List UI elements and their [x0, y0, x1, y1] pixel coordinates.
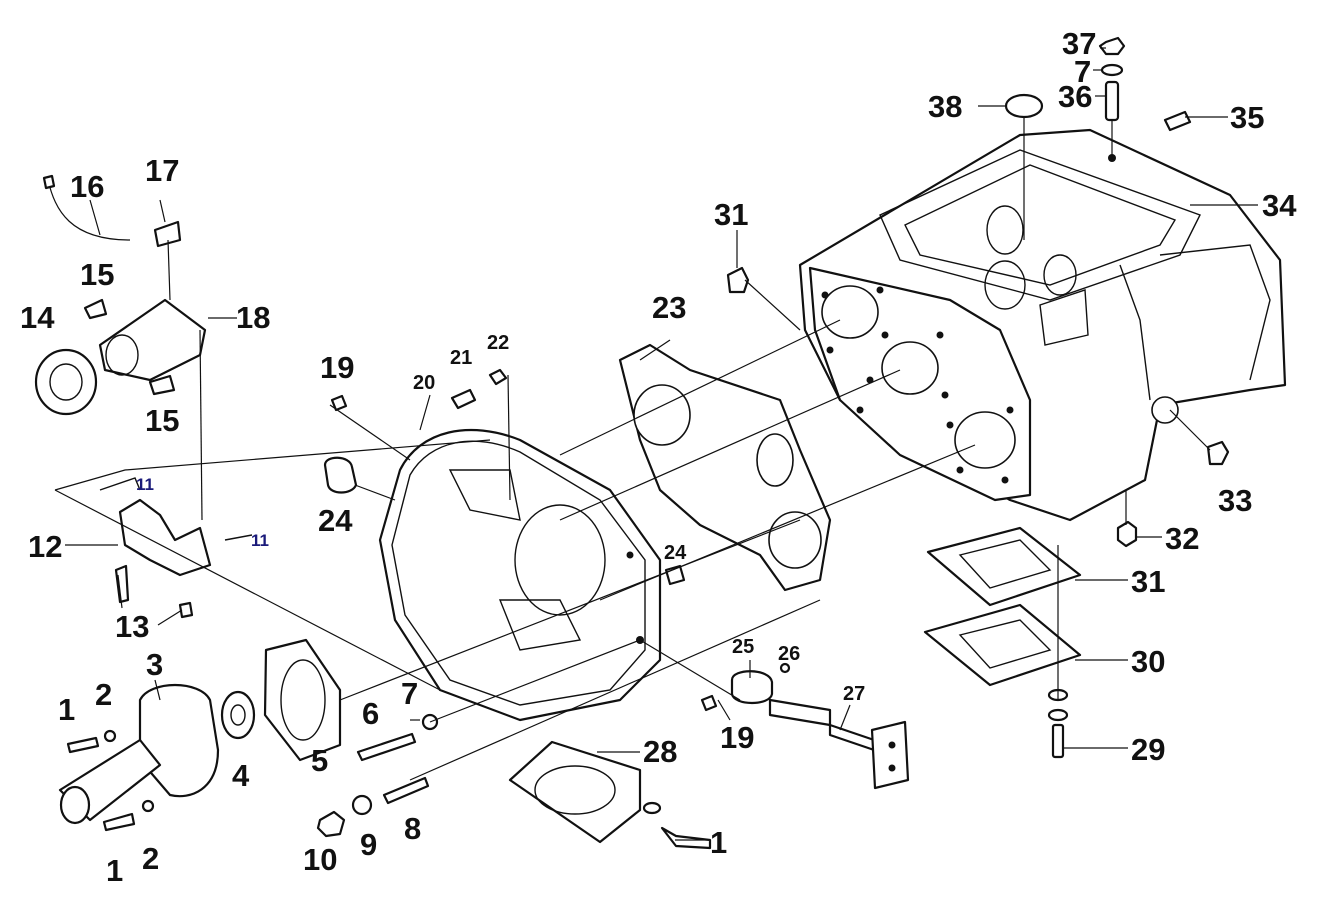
label-23: 23 [652, 290, 686, 325]
label-5: 5 [311, 743, 328, 778]
label-24-left: 24 [318, 503, 353, 538]
retainer-3 [58, 683, 220, 832]
label-38: 38 [928, 89, 962, 124]
label-1-left: 1 [58, 692, 75, 727]
shift-rod [730, 662, 910, 790]
label-19-top: 19 [320, 350, 354, 385]
bell-housing [378, 428, 662, 722]
label-15-top: 15 [80, 257, 114, 292]
label-14: 14 [20, 300, 55, 335]
label-17: 17 [145, 153, 179, 188]
label-31-top: 31 [714, 197, 748, 232]
label-33: 33 [1218, 483, 1252, 518]
label-34: 34 [1262, 188, 1297, 223]
label-36: 36 [1058, 79, 1092, 114]
label-13: 13 [115, 609, 149, 644]
label-21: 21 [450, 347, 472, 369]
plate-28 [508, 740, 712, 850]
label-28: 28 [643, 734, 677, 769]
seal-4 [220, 690, 256, 740]
label-9: 9 [360, 827, 377, 862]
label-32: 32 [1165, 521, 1199, 556]
cover-plates [923, 526, 1082, 759]
shift-fork [99, 477, 253, 619]
release-bearing [34, 174, 207, 416]
label-25: 25 [732, 636, 754, 658]
label-3: 3 [146, 647, 163, 682]
label-24-right: 24 [664, 542, 687, 564]
studs [316, 713, 439, 838]
plugs [726, 266, 1230, 548]
label-11-top: 11 [136, 475, 154, 494]
leader-lines [54, 47, 1258, 841]
label-16: 16 [70, 169, 104, 204]
label-2-top: 2 [95, 677, 112, 712]
label-7-mid: 7 [401, 676, 418, 711]
label-19-bottom: 19 [720, 720, 754, 755]
label-10: 10 [303, 842, 337, 877]
label-15-bottom: 15 [145, 403, 179, 438]
label-27: 27 [843, 683, 865, 705]
label-30: 30 [1131, 644, 1165, 679]
part-labels: 37 7 36 38 35 34 31 16 17 15 14 18 15 23… [20, 26, 1297, 888]
label-1-bottom: 1 [106, 853, 123, 888]
label-37: 37 [1062, 26, 1096, 61]
label-35: 35 [1230, 100, 1264, 135]
label-8: 8 [404, 811, 421, 846]
label-12: 12 [28, 529, 62, 564]
label-20: 20 [413, 372, 435, 394]
label-6: 6 [362, 696, 379, 731]
label-4: 4 [232, 758, 250, 793]
top-fittings [1004, 36, 1192, 162]
label-31-bottom: 31 [1131, 564, 1165, 599]
label-2-bottom: 2 [142, 841, 159, 876]
label-26: 26 [778, 643, 800, 665]
label-1-right: 1 [710, 825, 727, 860]
label-22: 22 [487, 332, 509, 354]
label-29: 29 [1131, 732, 1165, 767]
label-18: 18 [236, 300, 270, 335]
gasket-5 [263, 638, 342, 762]
main-housing [798, 128, 1287, 522]
label-11-right: 11 [251, 531, 269, 550]
label-7: 7 [1074, 54, 1091, 89]
